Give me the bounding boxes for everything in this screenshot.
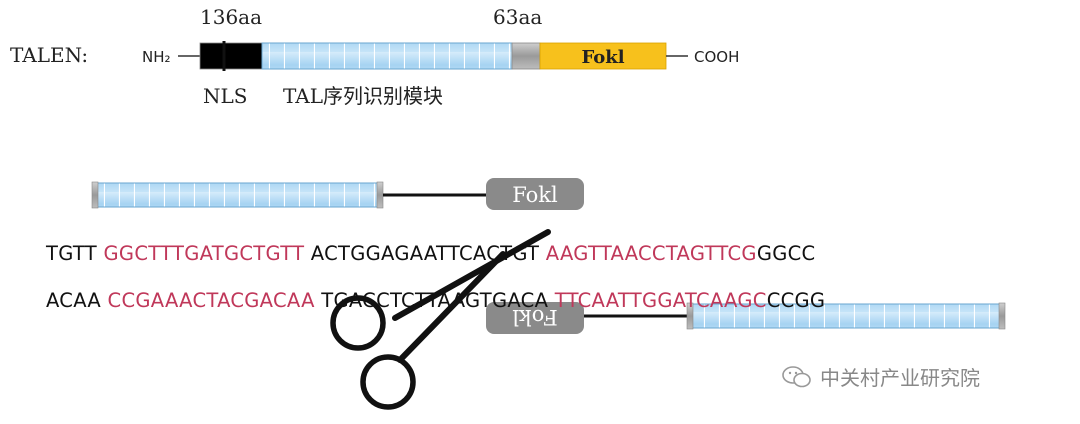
fokl-domain-label: Fokl — [581, 47, 624, 68]
c-terminus-label: COOH — [694, 48, 739, 66]
bottom-fokl-box — [486, 302, 584, 334]
bottom-fokl-label: Fokl — [512, 305, 558, 329]
top-tal-array — [94, 182, 381, 208]
dna-bottom-seg-2: CCGAAACTACGACAA — [107, 289, 315, 312]
nls-label: NLS — [203, 84, 247, 108]
dna-bottom-seg-3: TGACCTCTTAAGTGACA — [314, 289, 555, 312]
length-63aa: 63aa — [493, 5, 542, 29]
scissors-icon — [330, 229, 551, 410]
bottom-tal-cap-right — [998, 302, 1006, 330]
top-fokl-box — [486, 178, 584, 210]
tal-repeat-module — [261, 42, 513, 70]
dna-bottom-seg-1: ACAA — [46, 289, 108, 312]
talen-label: TALEN: — [10, 43, 88, 67]
c-terminal-domain — [511, 42, 541, 70]
n-terminus-label: NH₂ — [142, 48, 171, 66]
top-tal-cap-left — [91, 181, 99, 209]
dna-top-seg-2: GGCTTTGATGCTGTT — [103, 242, 305, 265]
bottom-tal-array — [690, 303, 1002, 329]
bottom-tal-cap-left — [686, 302, 694, 330]
dna-bottom-seg-5: CCGG — [766, 289, 826, 312]
top-fokl-label: Fokl — [512, 183, 558, 207]
fokl-domain — [539, 42, 667, 70]
dna-top-seg-1: TGTT — [46, 242, 104, 265]
dna-bottom-strand: ACAA CCGAAACTACGACAA TGACCTCTTAAGTGACA T… — [20, 266, 825, 335]
length-136aa: 136aa — [200, 5, 262, 29]
dna-top-strand: TGTT GGCTTTGATGCTGTT ACTGGAGAATTCACTGT A… — [20, 219, 815, 288]
dna-top-seg-3: ACTGGAGAATTCACTGT — [304, 242, 546, 265]
dna-top-seg-5: GGCC — [756, 242, 816, 265]
wechat-icon — [782, 365, 811, 387]
tal-module-label: TAL序列识别模块 — [283, 84, 443, 108]
dna-bottom-seg-4: TTCAATTGGATCAAGC — [554, 289, 767, 312]
watermark-text: 中关村产业研究院 — [820, 366, 980, 390]
dna-top-seg-4: AAGTTAACCTAGTTCG — [545, 242, 757, 265]
top-tal-cap-right — [376, 181, 384, 209]
n-terminal-domain — [199, 42, 263, 70]
watermark: 中关村产业研究院 — [782, 362, 980, 391]
